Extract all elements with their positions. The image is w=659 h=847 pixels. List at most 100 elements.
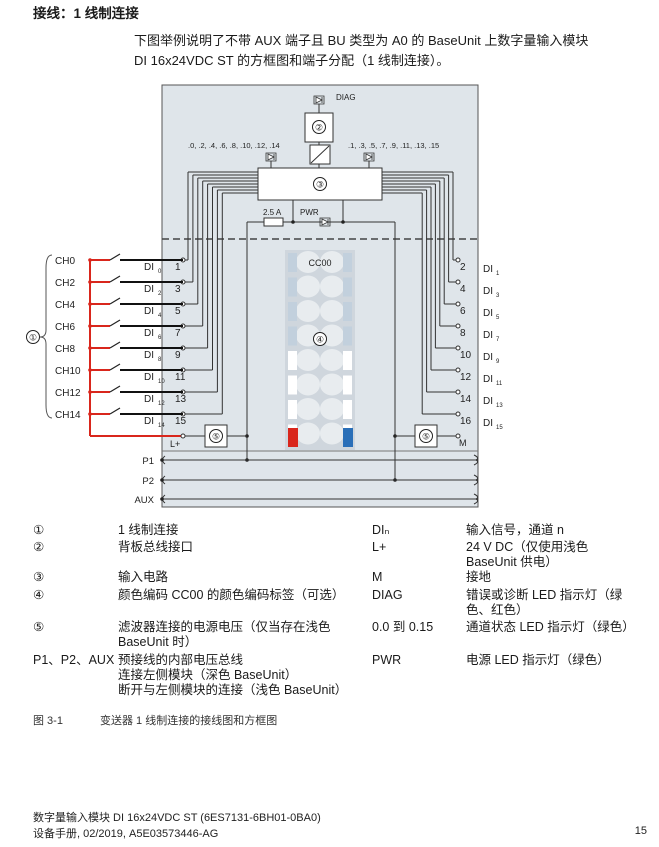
- right-di-label: DI: [483, 396, 493, 407]
- color-label-slot: [288, 326, 297, 346]
- right-terminal: [455, 345, 461, 351]
- legend-key: ①: [33, 523, 45, 537]
- channel-label: CH6: [55, 322, 75, 333]
- color-label-slot: [288, 400, 297, 419]
- channel-label: CH12: [55, 388, 81, 399]
- marker-4-circle: [313, 332, 327, 346]
- channel-label: CH8: [55, 344, 75, 355]
- legend-desc: 预接线的内部电压总线 连接左侧模块（深色 BaseUnit） 断开与左侧模块的连…: [118, 653, 348, 697]
- color-label-code: CC00: [308, 258, 331, 268]
- right-di-label: DI: [483, 374, 493, 385]
- diag-label: DIAG: [336, 93, 356, 102]
- bus-connector-right: [473, 454, 479, 466]
- marker-5-left-circle: [209, 429, 223, 443]
- right-di-label: DI: [483, 286, 493, 297]
- color-label-pin: [296, 300, 320, 322]
- color-label-slot: [343, 253, 352, 272]
- odd-channel-led-label: .1, .3, .5, .7, .9, .11, .13, .15: [348, 141, 439, 150]
- left-di-label: DI: [144, 306, 154, 317]
- legend-desc2: 错误或诊断 LED 指示灯（绿 色、红色）: [466, 588, 623, 617]
- color-label-pin: [296, 398, 320, 420]
- right-terminal-number: 2: [460, 262, 466, 273]
- legend-desc: 输入电路: [118, 570, 169, 584]
- left-terminal-number: 13: [175, 394, 187, 405]
- legend-key: P1、P2、AUX: [33, 653, 115, 667]
- color-label-pin: [296, 422, 320, 445]
- left-terminal-number: 15: [175, 416, 187, 427]
- lplus-label: L+: [170, 439, 180, 449]
- legend-desc: 颜色编码 CC00 的颜色编码标签（可选）: [118, 588, 345, 602]
- legend-key2: DIₙ: [372, 523, 390, 537]
- right-terminal-number: 14: [460, 394, 472, 405]
- pwr-led-frame: [319, 217, 331, 227]
- intro-paragraph: 下图举例说明了不带 AUX 端子且 BU 类型为 A0 的 BaseUnit 上…: [134, 31, 588, 71]
- color-label-pin: [320, 251, 344, 273]
- color-label-slot: [343, 302, 352, 321]
- left-di-label: DI: [144, 416, 154, 427]
- right-terminal-number: 12: [460, 372, 472, 383]
- fuse-icon: [263, 217, 284, 227]
- color-label-pin: [296, 275, 320, 298]
- intro-line-2: DI 16x24VDC ST 的方框图和端子分配（1 线制连接）。: [134, 53, 450, 68]
- left-terminal-number: 3: [175, 284, 181, 295]
- right-terminal-number: 16: [460, 416, 472, 427]
- left-di-label: DI: [144, 284, 154, 295]
- channel-label: CH14: [55, 410, 81, 421]
- legend-desc: 滤波器连接的电源电压（仅当存在浅色 BaseUnit 时）: [118, 620, 331, 649]
- switch-contact: [109, 275, 121, 283]
- odd-channel-led-icon: [365, 153, 373, 161]
- lplus-terminal: [180, 433, 186, 439]
- red-color-tag: [288, 428, 298, 447]
- even-channel-led-label: .0, .2, .4, .6, .8, .10, .12, .14: [188, 141, 280, 150]
- color-label-pin: [320, 275, 344, 298]
- right-di-index: 13: [496, 403, 503, 409]
- switch-contact: [109, 363, 121, 371]
- right-di-index: 11: [496, 381, 503, 387]
- legend-key: ④: [33, 588, 45, 602]
- color-label-slot: [343, 375, 352, 395]
- color-label-slot: [343, 351, 352, 370]
- left-di-label: DI: [144, 262, 154, 273]
- pwr-led-icon: [321, 218, 329, 226]
- footer-manual: 设备手册, 02/2019, A5E03573446-AG: [33, 828, 219, 840]
- left-di-index: 4: [158, 313, 162, 319]
- right-terminal: [455, 257, 461, 263]
- left-di-index: 14: [158, 423, 165, 429]
- bus-dot: [160, 497, 164, 501]
- even-channel-led-icon: [267, 153, 275, 161]
- color-label-pin: [320, 373, 344, 396]
- m-label: M: [459, 438, 467, 448]
- right-terminal-number: 8: [460, 328, 466, 339]
- legend-desc2: 接地: [466, 570, 492, 584]
- color-label-slot: [288, 277, 297, 297]
- right-terminal: [455, 389, 461, 395]
- pwr-label: PWR: [300, 208, 319, 217]
- bus-label: P2: [142, 476, 154, 487]
- left-terminal-number: 1: [175, 262, 181, 273]
- right-terminal: [455, 279, 461, 285]
- color-label-pin: [320, 398, 344, 420]
- legend-desc2: 24 V DC（仅使用浅色 BaseUnit 供电）: [466, 540, 589, 569]
- figure-number: 图 3-1: [33, 715, 63, 727]
- marker-5-right: ⑤: [422, 432, 430, 442]
- bus-dot: [160, 478, 164, 482]
- right-di-label: DI: [483, 418, 493, 429]
- junction-dot: [341, 220, 345, 224]
- channel-brace: [39, 254, 53, 419]
- right-terminal: [455, 411, 461, 417]
- right-di-index: 1: [496, 271, 500, 277]
- page-number: 15: [634, 825, 647, 837]
- marker-3: ③: [316, 180, 324, 190]
- color-label-pin: [320, 349, 344, 371]
- legend-key2: PWR: [372, 653, 402, 667]
- color-label-pin: [296, 349, 320, 371]
- fuse-label: 2.5 A: [263, 208, 282, 217]
- color-label-pin: [296, 373, 320, 396]
- right-di-label: DI: [483, 330, 493, 341]
- marker-2-circle: [312, 120, 326, 134]
- left-terminal-number: 9: [175, 350, 181, 361]
- legend-desc: 背板总线接口: [118, 540, 194, 554]
- legend-key2: 0.0 到 0.15: [372, 620, 434, 634]
- legend-desc2: 电源 LED 指示灯（绿色）: [466, 653, 610, 667]
- right-di-label: DI: [483, 264, 493, 275]
